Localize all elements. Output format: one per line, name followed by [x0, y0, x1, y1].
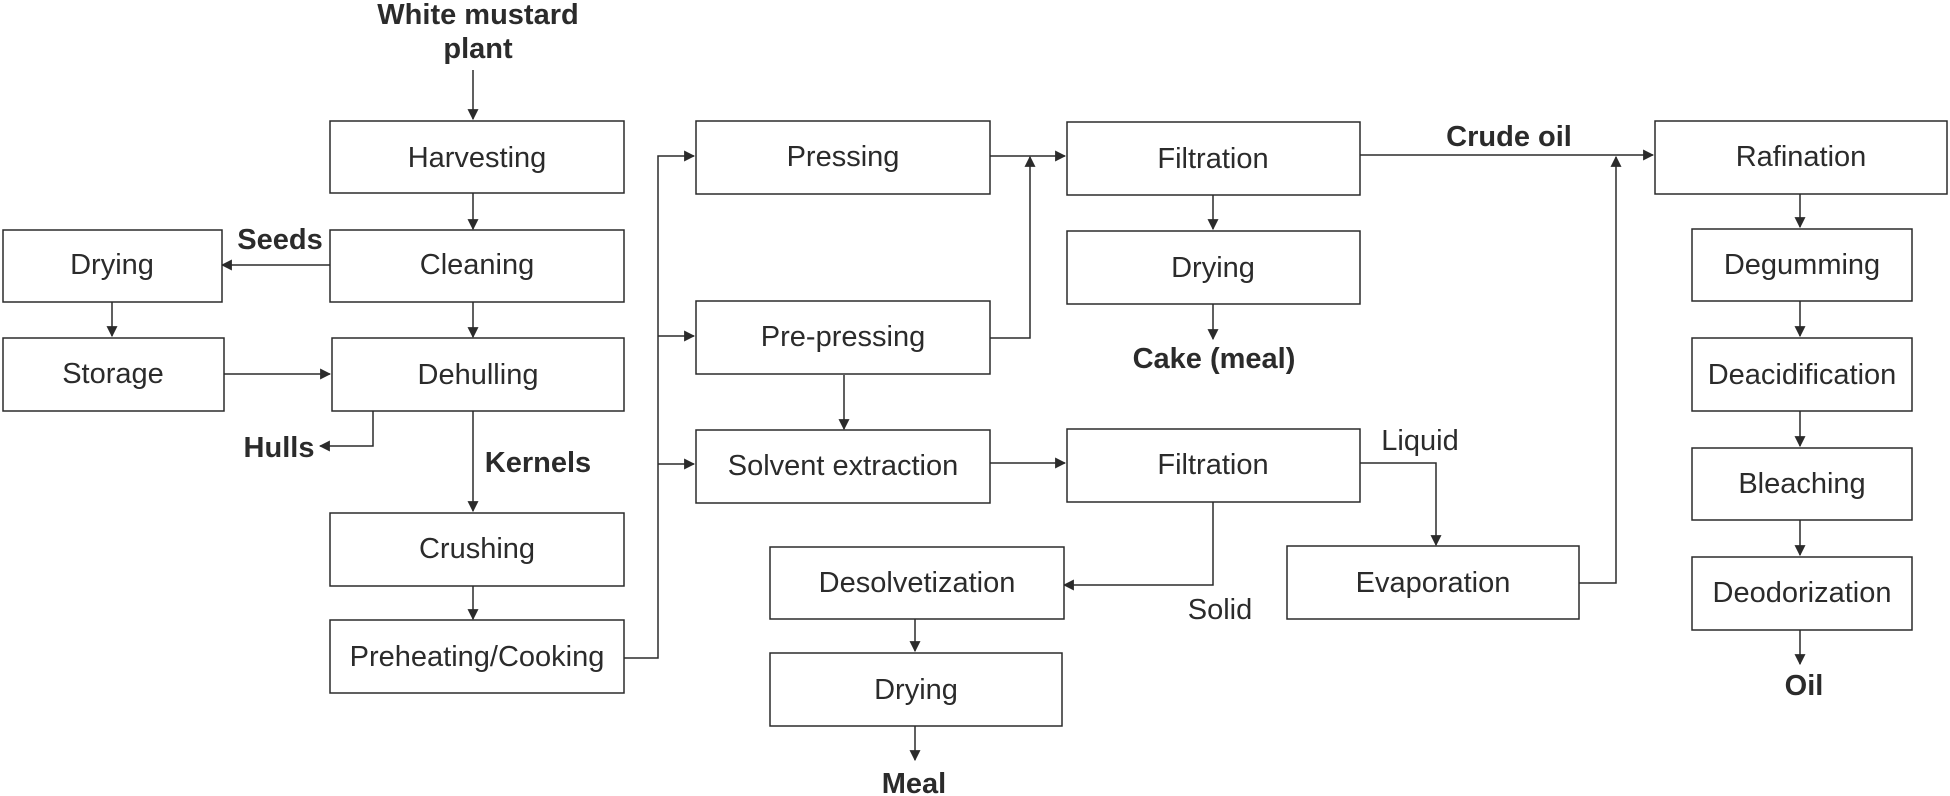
node-crushing-label: Crushing [419, 533, 535, 565]
oil-label: Oil [1785, 670, 1824, 702]
node-filtration-solvent: Filtration [1066, 428, 1361, 503]
node-desolvetization-label: Desolvetization [819, 567, 1016, 599]
source-label-line1: White mustard [377, 0, 578, 31]
node-drying-cake-label: Drying [1171, 252, 1255, 284]
node-harvesting-label: Harvesting [408, 142, 547, 174]
arrow-preheating-to-extraction-branch [624, 150, 696, 659]
cake-meal-label: Cake (meal) [1133, 343, 1296, 375]
node-solvent-extraction: Solvent extraction [695, 429, 991, 504]
arrow-filtration-to-desolvetization [1062, 502, 1214, 591]
arrow-filtration-to-evaporation [1360, 462, 1442, 547]
node-pre-pressing-label: Pre-pressing [761, 321, 925, 353]
node-cleaning: Cleaning [329, 229, 625, 303]
node-harvesting: Harvesting [329, 120, 625, 194]
node-rafination-label: Rafination [1736, 141, 1867, 173]
arrow-prepressing-to-filtration [990, 155, 1036, 339]
node-bleaching: Bleaching [1691, 447, 1913, 521]
arrow-dehulling-to-hulls [318, 411, 374, 452]
node-pressing-label: Pressing [787, 141, 900, 173]
node-preheating-cooking-label: Preheating/Cooking [350, 641, 605, 673]
node-desolvetization: Desolvetization [769, 546, 1065, 620]
kernels-label: Kernels [485, 447, 591, 479]
node-dehulling: Dehulling [331, 337, 625, 412]
node-drying-seeds: Drying [2, 229, 223, 303]
node-storage: Storage [2, 337, 225, 412]
node-bleaching-label: Bleaching [1738, 468, 1865, 500]
node-crushing: Crushing [329, 512, 625, 587]
node-degumming: Degumming [1691, 228, 1913, 302]
meal-label: Meal [882, 768, 946, 796]
node-drying-meal-label: Drying [874, 674, 958, 706]
arrow-evaporation-to-rafination [1579, 155, 1622, 584]
node-solvent-extraction-label: Solvent extraction [728, 450, 959, 482]
node-deacidification-label: Deacidification [1708, 359, 1897, 391]
node-drying-cake: Drying [1066, 230, 1361, 305]
seeds-label: Seeds [237, 224, 322, 256]
node-pressing: Pressing [695, 120, 991, 195]
node-filtration-oil: Filtration [1066, 121, 1361, 196]
crude-oil-label: Crude oil [1446, 121, 1572, 153]
solid-label: Solid [1188, 594, 1253, 626]
node-deacidification: Deacidification [1691, 337, 1913, 412]
node-pre-pressing: Pre-pressing [695, 300, 991, 375]
source-label-line2: plant [443, 33, 513, 65]
node-rafination: Rafination [1654, 120, 1948, 195]
node-cleaning-label: Cleaning [420, 249, 534, 281]
node-filtration-oil-label: Filtration [1157, 143, 1268, 175]
flow-arrows [106, 70, 1806, 762]
node-degumming-label: Degumming [1724, 249, 1880, 281]
node-deodorization-label: Deodorization [1713, 577, 1892, 609]
node-drying-meal: Drying [769, 652, 1063, 727]
hulls-label: Hulls [244, 432, 315, 464]
node-evaporation: Evaporation [1286, 545, 1580, 620]
node-dehulling-label: Dehulling [418, 359, 539, 391]
node-drying-seeds-label: Drying [70, 249, 154, 281]
node-evaporation-label: Evaporation [1356, 567, 1511, 599]
node-preheating-cooking: Preheating/Cooking [329, 619, 625, 694]
node-deodorization: Deodorization [1691, 556, 1913, 631]
node-storage-label: Storage [62, 358, 164, 390]
liquid-label: Liquid [1381, 425, 1458, 457]
node-filtration-solvent-label: Filtration [1157, 449, 1268, 481]
